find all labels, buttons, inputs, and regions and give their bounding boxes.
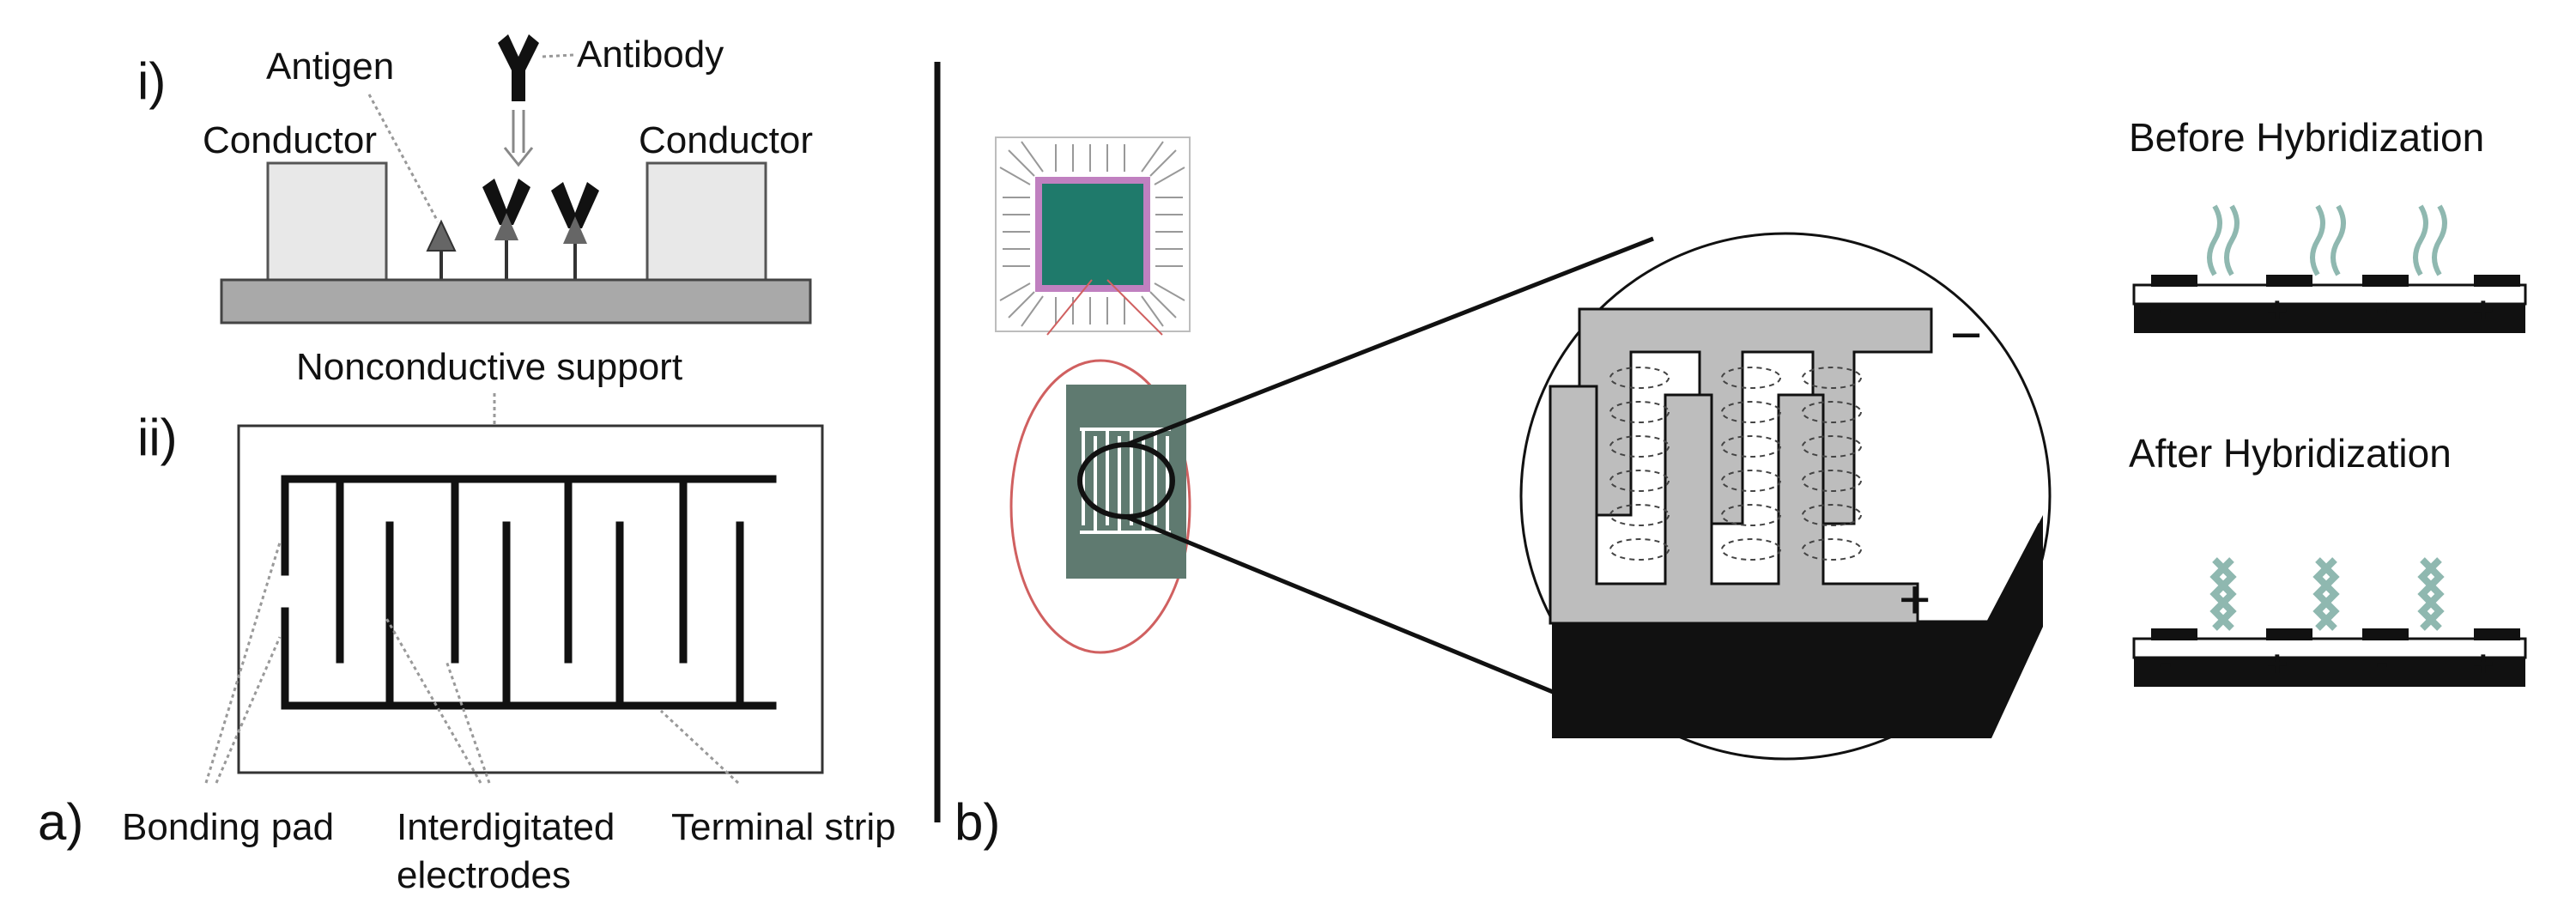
antibody-antigen-complex-1 — [482, 179, 530, 280]
zoom-line-top — [1125, 236, 1654, 447]
conductor-right-block — [646, 161, 767, 282]
support-label: Nonconductive support — [296, 346, 682, 388]
antigen-icon — [426, 219, 457, 280]
antibody-antigen-complex-2 — [551, 182, 599, 280]
antibody-leader-line — [542, 53, 574, 58]
zoom-minus-sign: − — [1950, 304, 1982, 366]
panel-a: i) Antibody Antigen Conductor Conductor — [38, 33, 896, 896]
before-sign-4: + — [2472, 289, 2494, 331]
after-sign-4: + — [2472, 643, 2494, 685]
conductor-left-label: Conductor — [203, 119, 377, 161]
microchip-icon — [995, 136, 1191, 332]
interdigitated-electrodes — [281, 475, 777, 710]
after-sign-1: - — [2160, 641, 2173, 683]
panel-a-marker: a) — [38, 793, 83, 851]
conductor-left-block — [266, 161, 388, 282]
nonconductive-support-bar — [220, 278, 812, 325]
before-hybridization-diagram: - + - + — [2132, 204, 2527, 333]
before-sign-3: - — [2376, 288, 2389, 330]
before-sign-2: + — [2266, 289, 2288, 331]
electrode-frame — [237, 424, 824, 774]
after-sign-2: + — [2266, 643, 2288, 685]
chip-electrode-array — [1066, 385, 1186, 579]
panel-b-marker: b) — [955, 793, 1000, 851]
after-sign-3: - — [2376, 641, 2389, 683]
binding-arrow — [503, 110, 534, 167]
antibody-icon — [498, 34, 539, 101]
bonding-pad-label: Bonding pad — [122, 806, 334, 848]
before-hybridization-title: Before Hybridization — [2129, 115, 2484, 160]
terminal-strip-label: Terminal strip — [671, 806, 896, 848]
antigen-label: Antigen — [266, 45, 394, 88]
zoom-plus-sign: + — [1899, 568, 1930, 630]
magnifier-lens — [1009, 279, 1191, 654]
interdigitated-label-line1: Interdigitated — [397, 806, 615, 848]
after-hybridization-title: After Hybridization — [2129, 431, 2452, 476]
electrode-leader-lines — [204, 542, 740, 785]
after-hybridization-diagram: - + - + — [2132, 557, 2527, 687]
conductor-right-label: Conductor — [639, 119, 813, 161]
sub-label-ii: ii) — [137, 409, 178, 466]
zoom-circle — [1519, 232, 2052, 761]
sub-label-i: i) — [137, 52, 166, 110]
antibody-label: Antibody — [577, 33, 724, 76]
panel-b: b) — [955, 115, 2527, 851]
interdigitated-label-line2: electrodes — [397, 854, 571, 896]
before-sign-1: - — [2160, 288, 2173, 330]
